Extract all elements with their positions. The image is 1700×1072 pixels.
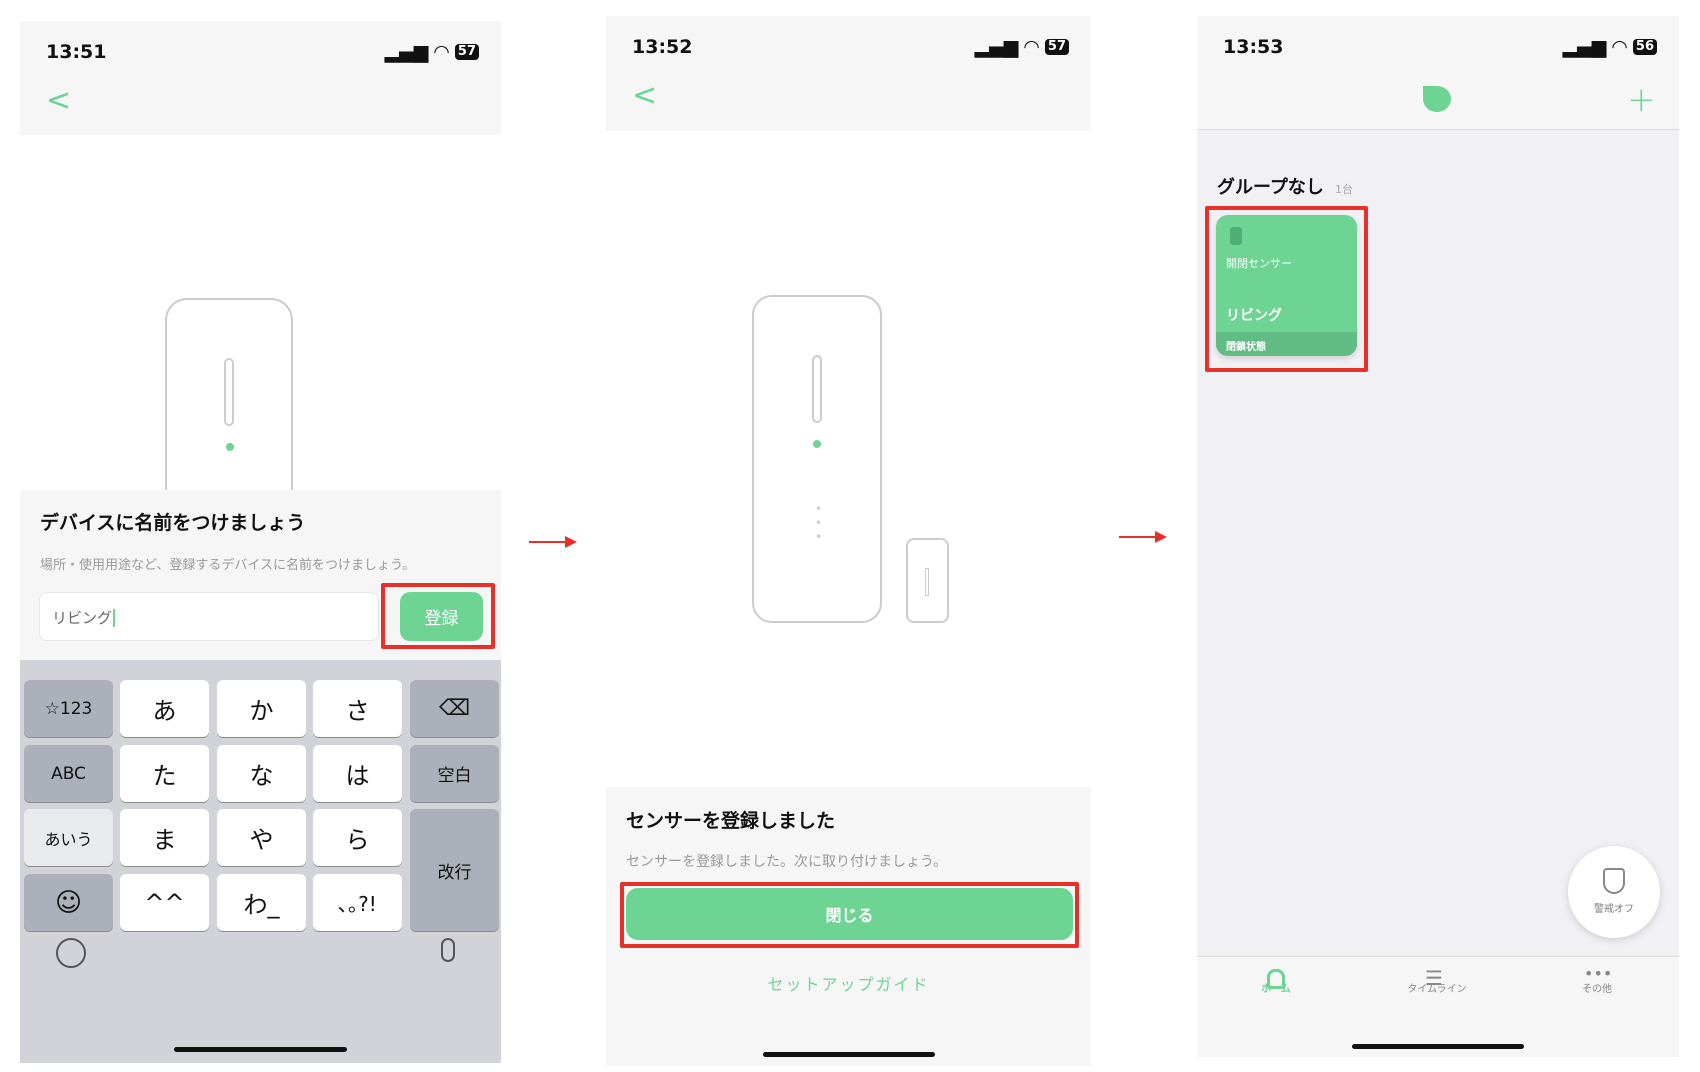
key-ha[interactable]: は <box>313 745 402 802</box>
sensor-illustration <box>165 298 293 498</box>
tab-timeline[interactable]: タイムライン <box>1407 984 1467 995</box>
status-bar: 13:52 ▂▄▆◠ 57 <box>606 16 1091 76</box>
key-ra[interactable]: ら <box>313 809 402 866</box>
sheet-title: センサーを登録しました <box>626 810 836 832</box>
highlight-box <box>1205 206 1368 372</box>
app-logo-icon <box>1423 86 1451 112</box>
close-button[interactable]: 閉じる <box>626 888 1073 940</box>
key-delete[interactable]: ⌫ <box>410 680 499 737</box>
battery-icon: 56 <box>1632 39 1657 55</box>
device-status: 閉鎖状態 <box>1216 332 1357 356</box>
back-button[interactable]: < <box>632 78 658 113</box>
key-a[interactable]: あ <box>120 680 209 737</box>
key-ma[interactable]: ま <box>120 809 209 866</box>
key-na[interactable]: な <box>217 745 306 802</box>
key-return[interactable]: 改行 <box>410 809 499 931</box>
battery-icon: 57 <box>454 44 479 60</box>
key-symbols[interactable]: ☆123 <box>24 680 113 737</box>
status-time: 13:51 <box>46 41 107 63</box>
key-sa[interactable]: さ <box>313 680 402 737</box>
more-icon: ••• <box>1584 964 1613 983</box>
screen-home: 13:53 ▂▄▆◠ 56 + グループなし 1台 開閉センサー リビング 閉鎖状… <box>1197 16 1679 1057</box>
device-name-input[interactable]: リビング <box>39 592 379 641</box>
signal-icon: ▂▄▆ <box>384 41 429 63</box>
device-name: リビング <box>1226 308 1282 324</box>
security-label: 警戒オフ <box>1594 904 1634 915</box>
security-toggle-button[interactable]: 警戒オフ <box>1568 846 1660 938</box>
key-kaomoji[interactable]: ^^ <box>120 874 209 931</box>
register-button[interactable]: 登録 <box>400 592 483 641</box>
home-icon <box>1267 969 1285 989</box>
key-abc[interactable]: ABC <box>24 745 113 802</box>
key-kana[interactable]: あいう <box>24 809 113 866</box>
device-card[interactable]: 開閉センサー リビング 閉鎖状態 <box>1216 215 1357 356</box>
tab-more[interactable]: その他 <box>1582 984 1612 995</box>
sensor-illustration: ••• <box>752 295 882 623</box>
sensor-icon <box>1230 227 1242 245</box>
group-title: グループなし <box>1217 177 1324 198</box>
key-ta[interactable]: た <box>120 745 209 802</box>
signal-icon: ▂▄▆ <box>974 36 1019 58</box>
wifi-icon: ◠ <box>1024 36 1039 58</box>
device-type: 開閉センサー <box>1226 257 1292 270</box>
sheet-subtitle: センサーを登録しました。次に取り付けましょう。 <box>626 854 948 870</box>
sheet-subtitle: 場所・使用用途など、登録するデバイスに名前をつけましょう。 <box>40 558 416 573</box>
key-space[interactable]: 空白 <box>410 745 499 802</box>
key-ka[interactable]: か <box>217 680 306 737</box>
microphone-icon[interactable] <box>441 938 455 962</box>
magnet-illustration <box>906 538 949 623</box>
group-count: 1台 <box>1335 183 1354 196</box>
shield-icon <box>1603 868 1625 894</box>
battery-icon: 57 <box>1044 39 1069 55</box>
status-time: 13:53 <box>1223 36 1284 58</box>
sheet-title: デバイスに名前をつけましょう <box>40 512 306 534</box>
tab-home[interactable]: ホーム <box>1261 984 1291 995</box>
home-indicator <box>1352 1044 1524 1049</box>
status-bar: 13:53 ▂▄▆◠ 56 <box>1197 16 1679 76</box>
signal-icon: ▂▄▆ <box>1562 36 1607 58</box>
key-ya[interactable]: や <box>217 809 306 866</box>
back-button[interactable]: < <box>46 83 72 118</box>
key-punctuation[interactable]: ､｡?! <box>313 874 402 931</box>
highlight-box <box>620 882 1079 948</box>
keyboard: ☆123 あ か さ ⌫ ABC た な は 空白 あいう ま や ら 改行 ☺… <box>20 660 501 1063</box>
wifi-icon: ◠ <box>434 41 449 63</box>
screen-registered: 13:52 ▂▄▆◠ 57 < ••• センサーを登録しました センサーを登録しま… <box>606 16 1091 1066</box>
home-indicator <box>174 1047 347 1052</box>
wifi-icon: ◠ <box>1612 36 1627 58</box>
list-icon: ☰ <box>1425 966 1443 990</box>
key-emoji[interactable]: ☺ <box>24 874 113 931</box>
key-wa[interactable]: わ_ <box>217 874 306 931</box>
screen-name-device: 13:51 ▂▄▆◠ 57 < デバイスに名前をつけましょう 場所・使用用途など、… <box>20 21 501 1063</box>
arrow-icon <box>1119 531 1167 543</box>
arrow-icon <box>529 536 577 548</box>
globe-icon[interactable] <box>56 938 86 968</box>
add-button[interactable]: + <box>1627 80 1656 120</box>
setup-guide-link[interactable]: セットアップガイド <box>767 975 930 994</box>
status-bar: 13:51 ▂▄▆◠ 57 <box>20 21 501 81</box>
highlight-box <box>381 583 495 649</box>
home-indicator <box>763 1052 935 1057</box>
status-time: 13:52 <box>632 36 693 58</box>
